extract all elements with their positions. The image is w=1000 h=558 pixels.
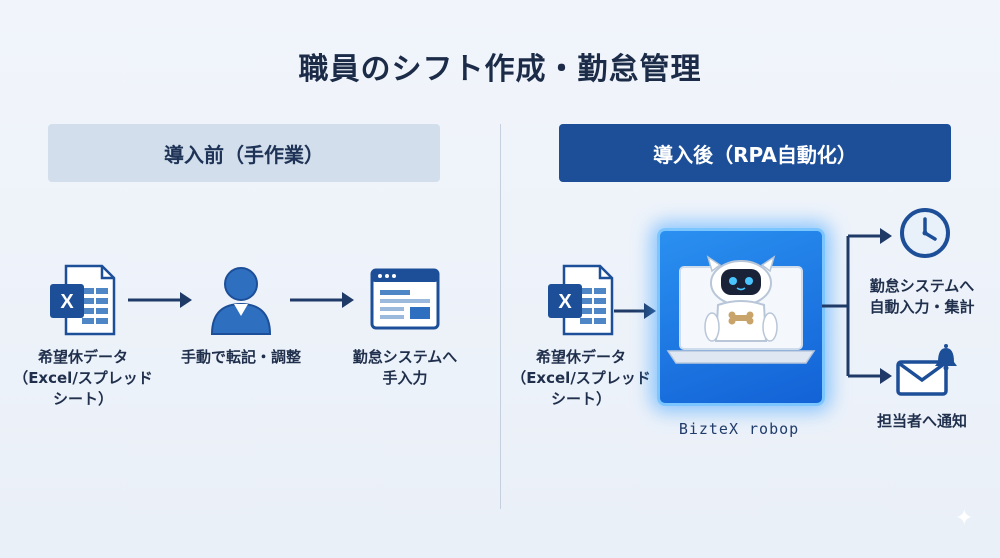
after-output2-label: 担当者へ通知 <box>876 412 967 430</box>
page-title: 職員のシフト作成・勤怠管理 <box>298 52 702 87</box>
section-divider <box>500 124 501 509</box>
arrow-right-icon <box>128 292 192 308</box>
person-icon <box>210 267 272 335</box>
svg-text:X: X <box>60 291 74 313</box>
excel-spreadsheet-icon: X <box>548 264 614 336</box>
before-header: 導入前（手作業） <box>48 124 440 182</box>
arrow-right-icon <box>290 292 354 308</box>
clock-icon <box>900 208 950 258</box>
browser-window-icon <box>370 268 440 330</box>
branch-arrows <box>822 228 892 384</box>
before-step2-label: 手動で転記・調整 <box>180 348 301 366</box>
robot-laptop-icon <box>666 255 816 364</box>
after-output1-label: 勤怠システムへ 自動入力・集計 <box>869 277 975 316</box>
after-source-label: 希望休データ （Excel/スプレッド シート） <box>511 348 651 408</box>
excel-spreadsheet-icon: X <box>50 264 116 336</box>
robot-brand-label: BizteX robop <box>678 420 800 438</box>
before-step1-label: 希望休データ （Excel/スプレッド シート） <box>13 348 153 408</box>
before-step3-label: 勤怠システムへ 手入力 <box>352 348 458 387</box>
after-header: 導入後（RPA自動化） <box>559 124 951 182</box>
arrow-right-icon <box>614 303 656 319</box>
sparkle-icon: ✦ <box>955 506 974 531</box>
svg-text:X: X <box>558 291 572 313</box>
mail-bell-icon <box>896 344 957 396</box>
